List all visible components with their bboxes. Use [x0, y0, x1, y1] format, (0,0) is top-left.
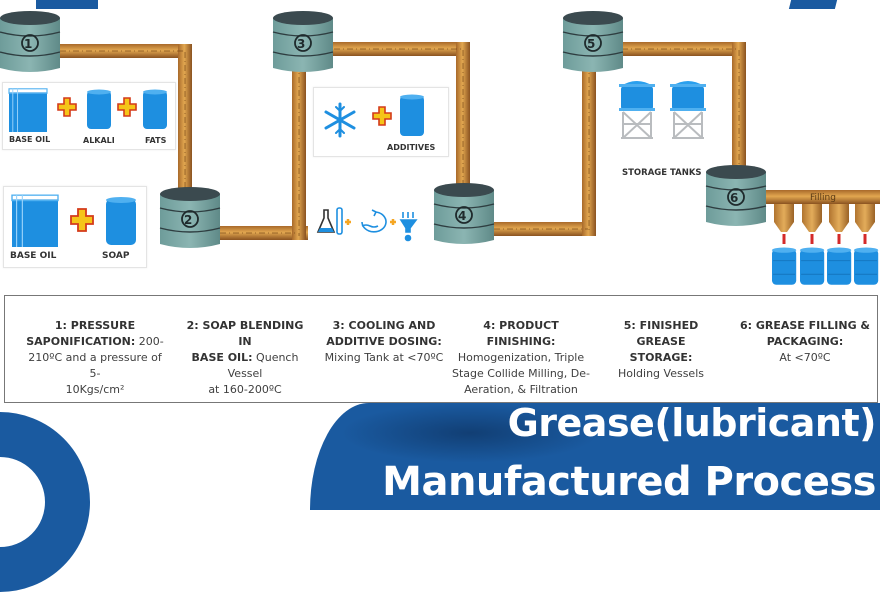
svg-text:Filling: Filling — [810, 193, 836, 203]
vessel-number-2: 2 — [184, 213, 193, 227]
vessel-number-5: 5 — [587, 37, 596, 51]
storage-tanks-label: STORAGE TANKS — [622, 168, 702, 178]
top-decor-shape-left — [36, 0, 98, 9]
finishing-icons — [316, 207, 418, 242]
vessel-number-6: 6 — [730, 191, 739, 205]
step-5-description: 5: FINISHED GREASE STORAGE: Holding Vess… — [617, 319, 704, 380]
saponification-ingredients-panel: BASE OIL ALKALI FATS — [2, 82, 176, 150]
step-2-description: 2: SOAP BLENDING IN BASE OIL: Quench Ves… — [186, 319, 304, 396]
vessel-number-4: 4 — [458, 209, 467, 223]
step-3-description: 3: COOLING AND ADDITIVE DOSING: Mixing T… — [324, 319, 444, 364]
label-alkali: ALKALI — [83, 136, 115, 145]
label-soap: SOAP — [102, 251, 130, 261]
label-additives: ADDITIVES — [387, 143, 436, 152]
label-base-oil-2: BASE OIL — [10, 251, 57, 261]
cooling-additives-panel: ADDITIVES — [313, 87, 449, 157]
title-line-2: Manufactured Process — [382, 459, 876, 505]
snowflake-icon — [324, 102, 356, 138]
decor-ring — [0, 412, 90, 592]
blending-ingredients-panel: BASE OIL SOAP — [3, 186, 147, 268]
step-6-description: 6: GREASE FILLING & PACKAGING: At <70ºC — [739, 319, 871, 364]
vessel-number-1: 1 — [24, 37, 33, 51]
filling-nozzles — [774, 204, 875, 244]
label-fats: FATS — [145, 136, 167, 145]
process-steps-box: 1: PRESSURE SAPONIFICATION: 200- 210ºC a… — [4, 295, 878, 403]
additives-barrel-icon — [400, 94, 424, 136]
process-diagram: Filling — [0, 10, 880, 286]
label-base-oil: BASE OIL — [9, 135, 51, 144]
vessel-number-3: 3 — [297, 37, 306, 51]
step-1-description: 1: PRESSURE SAPONIFICATION: 200- 210ºC a… — [26, 319, 164, 396]
step-4-description: 4: PRODUCT FINISHING: Homogenization, Tr… — [452, 319, 590, 396]
title-line-1: Grease(lubricant) — [507, 403, 877, 445]
title-banner: Grease(lubricant) Manufactured Process — [310, 403, 880, 510]
